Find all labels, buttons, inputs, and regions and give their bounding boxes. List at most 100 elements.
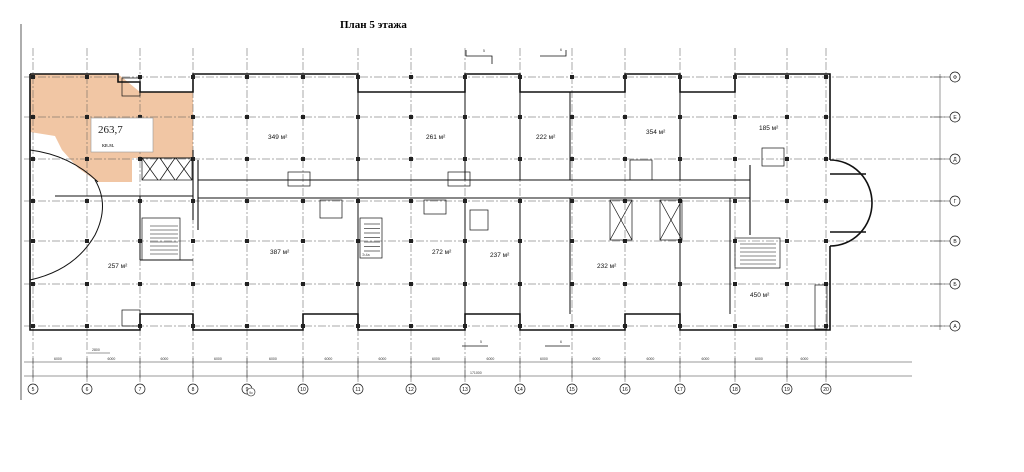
column [463,157,467,161]
column [785,75,789,79]
column [518,199,522,203]
svg-text:19: 19 [784,387,790,393]
column [785,282,789,286]
column [463,324,467,328]
column [31,239,35,243]
room-area-label: 261 м² [426,134,446,141]
column [31,75,35,79]
column [463,75,467,79]
column [824,324,828,328]
dimension-lines [24,74,941,377]
column [31,324,35,328]
column [785,324,789,328]
axis-bubble: 14 [514,383,526,395]
column [733,75,737,79]
column [85,157,89,161]
column [733,324,737,328]
svg-text:12: 12 [408,387,414,393]
stairwells [121,77,828,330]
column [301,199,305,203]
room-area-label: 387 м² [270,249,290,256]
room-area-label: 232 м² [597,263,617,270]
column [733,282,737,286]
column [356,199,360,203]
column [356,282,360,286]
total-dimension: 171000 [470,371,482,375]
column [518,324,522,328]
column [245,157,249,161]
column [733,199,737,203]
column [191,282,195,286]
column [138,282,142,286]
column [85,75,89,79]
column [409,199,413,203]
column [518,115,522,119]
dimension-label: 6000 [161,357,169,361]
section-mark-6-bottom: 6 [560,340,562,344]
column [785,199,789,203]
room-labels: 349 м² 261 м² 222 м² 354 м² 185 м² 257 м… [108,125,779,299]
axis-bubble: 17 [674,383,686,395]
column [733,157,737,161]
column [138,199,142,203]
axis-bubble: Д [930,153,961,165]
column [570,115,574,119]
axis-bubble: 16 [619,383,631,395]
dimension-label: 6000 [540,357,548,361]
column [824,157,828,161]
column [191,239,195,243]
column [85,115,89,119]
column [191,324,195,328]
svg-text:9: 9 [246,387,249,393]
dimension-label: 6000 [647,357,655,361]
column [301,115,305,119]
partitions [29,92,731,314]
column [518,282,522,286]
column [31,115,35,119]
axis-bubble: Е [930,111,961,123]
column [570,324,574,328]
axis-bubble: Г [930,195,961,207]
column [623,75,627,79]
svg-text:8: 8 [192,387,195,393]
dimension-label: 6000 [54,357,62,361]
svg-text:Е: Е [953,115,957,121]
room-area-label: 237 м² [490,252,510,259]
column [31,199,35,203]
column [463,115,467,119]
dimension-label: 6000 [108,357,116,361]
axis-bubble-extra: 9с [246,387,256,397]
plan-title: План 5 этажа [340,19,407,31]
column [301,75,305,79]
column [301,157,305,161]
column [678,282,682,286]
dimension-label: 6000 [214,357,222,361]
column [678,75,682,79]
column [245,199,249,203]
column [191,199,195,203]
callout-value: 263,7 [98,124,123,136]
column [463,282,467,286]
svg-text:20: 20 [823,387,829,393]
column [824,239,828,243]
column [245,75,249,79]
axis-bubble: 6 [81,383,93,395]
column [31,157,35,161]
column [623,157,627,161]
dimension-label: 6000 [432,357,440,361]
column [518,75,522,79]
dimension-label: 6000 [487,357,495,361]
column [409,282,413,286]
column [570,157,574,161]
room-area-label: 257 м² [108,263,128,270]
axis-bubble: 15 [566,383,578,395]
area-callout: 263,7 кв.м. [90,117,154,153]
room-area-label: 272 м² [432,249,452,256]
column [85,199,89,203]
svg-text:15: 15 [569,387,575,393]
column [245,324,249,328]
column [245,115,249,119]
stair-treads [150,223,776,265]
